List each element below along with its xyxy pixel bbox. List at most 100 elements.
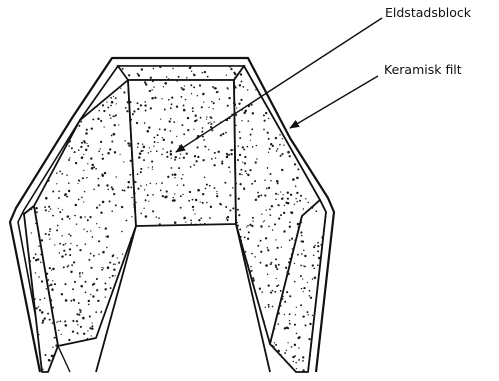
stipple-dot [243, 148, 245, 150]
stipple-dot [126, 110, 128, 112]
stipple-dot [90, 230, 91, 231]
stipple-dot [284, 314, 285, 315]
stipple-dot [312, 315, 313, 316]
stipple-dot [44, 297, 46, 299]
stipple-dot [102, 154, 103, 155]
stipple-dot [80, 216, 82, 218]
stipple-dot [147, 194, 149, 196]
stipple-dot [177, 65, 179, 67]
stipple-dot [96, 207, 98, 209]
stipple-dot [294, 344, 296, 346]
stipple-dot [38, 306, 39, 307]
stipple-dot [49, 360, 51, 362]
stipple-dot [37, 331, 39, 333]
stipple-dot [221, 163, 223, 165]
stipple-dot [104, 288, 106, 290]
stipple-dot [289, 239, 291, 241]
stipple-dot [77, 183, 78, 184]
stipple-dot [317, 264, 319, 266]
stipple-dot [44, 317, 46, 319]
stipple-dot [87, 219, 89, 221]
stipple-dot [114, 151, 116, 153]
stipple-dot [192, 107, 194, 109]
stipple-dot [281, 246, 282, 247]
stipple-dot [159, 223, 161, 225]
stipple-dot [287, 151, 290, 154]
stipple-dot [247, 120, 249, 122]
stipple-dot [29, 260, 31, 262]
stipple-dot [239, 131, 241, 133]
stipple-dot [67, 266, 69, 268]
stipple-dot [114, 124, 116, 126]
stipple-dot [168, 99, 170, 101]
stipple-dot [237, 225, 239, 227]
stipple-dot [251, 225, 253, 227]
stipple-dot [260, 240, 262, 242]
stipple-dot [296, 368, 297, 369]
stipple-dot [92, 236, 94, 238]
stipple-dot [68, 182, 70, 184]
ceramic-felt-leader-line [290, 76, 378, 128]
stipple-dot [148, 201, 149, 202]
stipple-dot [39, 299, 41, 301]
stipple-dot [96, 289, 98, 291]
stipple-dot [268, 118, 269, 119]
stipple-dot [63, 266, 65, 268]
stipple-dot [45, 233, 47, 235]
stipple-dot [40, 261, 42, 263]
stipple-dot [122, 253, 123, 254]
stipple-dot [214, 187, 216, 189]
stipple-dot [145, 110, 147, 112]
stipple-dot [241, 174, 242, 175]
stipple-dot [49, 319, 51, 321]
stipple-dot [56, 322, 57, 323]
stipple-dot [289, 323, 291, 325]
stipple-dot [183, 217, 186, 220]
stipple-dot [150, 77, 152, 79]
stipple-dot [134, 210, 136, 212]
stipple-dot [247, 89, 248, 90]
stipple-dot [300, 265, 302, 267]
stipple-dot [82, 272, 84, 274]
stipple-dot [184, 85, 185, 86]
stipple-dot [137, 143, 139, 145]
stipple-dot [74, 281, 76, 283]
stipple-dot [172, 197, 173, 198]
stipple-dot [80, 121, 82, 123]
stipple-dot [36, 222, 38, 224]
stipple-dot [251, 183, 253, 185]
stipple-dot [101, 267, 102, 268]
stipple-dot [229, 171, 230, 172]
stipple-dot [137, 188, 139, 190]
stipple-dot [313, 268, 315, 270]
stipple-dot [300, 275, 302, 277]
stipple-dot [239, 173, 241, 175]
stipple-dot [255, 199, 257, 201]
stipple-dot [83, 170, 84, 171]
stipple-dot [254, 256, 256, 258]
stipple-dot [70, 271, 72, 273]
stipple-dot [186, 152, 188, 154]
stipple-dot [281, 169, 283, 171]
stipple-dot [275, 198, 277, 200]
stipple-dot [164, 196, 167, 199]
stipple-dot [278, 284, 280, 286]
stipple-dot [120, 88, 121, 89]
stipple-dot [72, 330, 74, 332]
stipple-dot [200, 223, 202, 225]
stipple-dot [78, 302, 80, 304]
stipple-dot [41, 239, 43, 241]
stipple-dot [34, 298, 36, 300]
stipple-dot [296, 192, 298, 194]
stipple-dot [92, 295, 94, 297]
stipple-dot [265, 237, 267, 239]
stipple-dot [58, 330, 59, 331]
stipple-dot [202, 93, 205, 96]
stipple-dot [200, 117, 202, 119]
stipple-dot [170, 150, 172, 152]
stipple-dot [276, 278, 277, 279]
stipple-dot [195, 199, 197, 201]
stipple-dot [151, 97, 154, 100]
stipple-dot [62, 209, 63, 210]
stipple-dot [192, 206, 194, 208]
